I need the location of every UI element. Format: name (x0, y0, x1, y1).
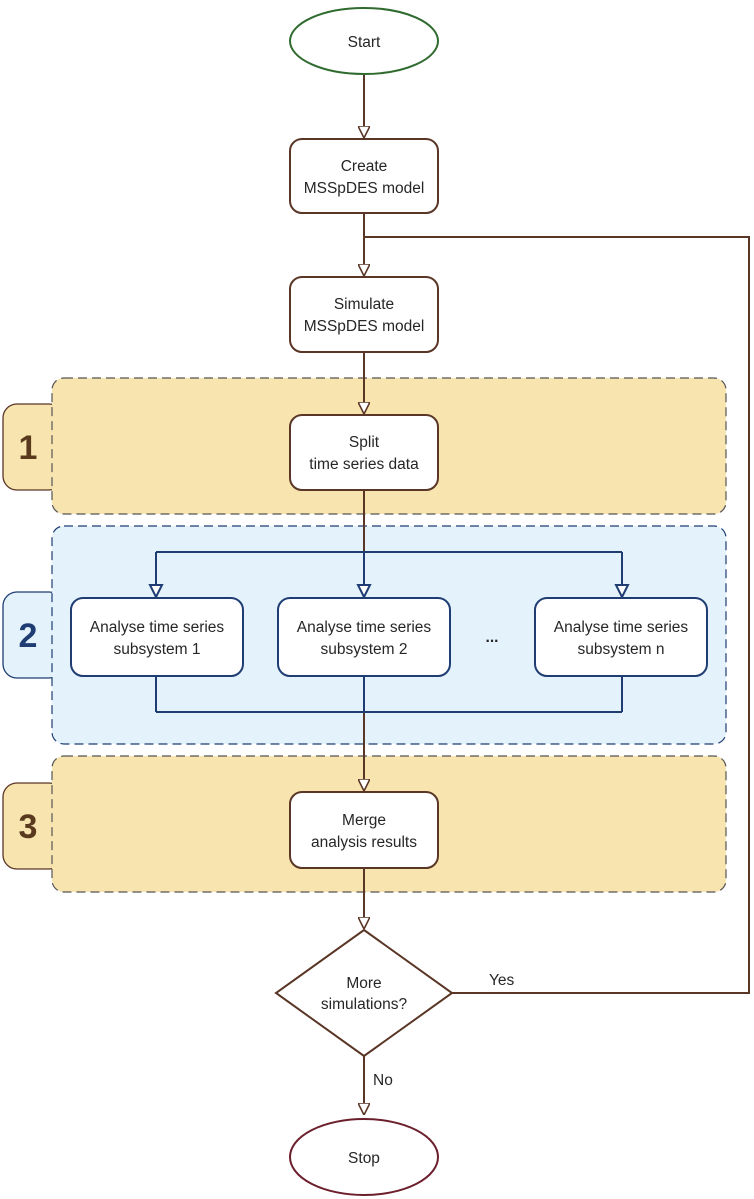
analyse-node-1: Analyse time series subsystem 1 (70, 597, 244, 677)
split-box (289, 414, 439, 491)
analyse-1-label-1: Analyse time series (90, 619, 225, 636)
analyse-node-n: Analyse time series subsystem n (534, 597, 708, 677)
edge-label-no: No (373, 1072, 393, 1089)
stop-node: Stop (289, 1118, 439, 1196)
create-label-1: Create (341, 158, 388, 175)
decision-label-1: More (346, 975, 381, 992)
split-node: Split time series data (289, 414, 439, 491)
merge-node: Merge analysis results (289, 791, 439, 869)
create-node: Create MSSpDES model (289, 138, 439, 214)
split-label-1: Split (349, 434, 380, 451)
analyse-1-label-2: subsystem 1 (113, 641, 200, 658)
fan-out-arrow-n (614, 584, 630, 600)
phase-3-number: 3 (19, 808, 38, 846)
simulate-node: Simulate MSSpDES model (289, 276, 439, 353)
decision-diamond (274, 928, 454, 1058)
analyse-node-2: Analyse time series subsystem 2 (277, 597, 451, 677)
merge-box (289, 791, 439, 869)
phase-1-number: 1 (19, 429, 38, 467)
stop-terminal (289, 1118, 439, 1196)
analyse-2-label-1: Analyse time series (297, 619, 432, 636)
fan-out-arrow-2 (356, 584, 372, 600)
analyse-box-1 (70, 597, 244, 677)
simulate-box (289, 276, 439, 353)
create-box (289, 138, 439, 214)
analyse-box-2 (277, 597, 451, 677)
simulate-label-2: MSSpDES model (304, 318, 425, 335)
connectors (364, 74, 750, 1115)
fan-out-arrow-1 (148, 584, 164, 600)
ellipsis: ... (486, 629, 499, 646)
start-label: Start (348, 34, 381, 51)
analyse-box-n (534, 597, 708, 677)
simulate-label-1: Simulate (334, 296, 394, 313)
analyse-n-label-1: Analyse time series (554, 619, 689, 636)
parallel-connectors (148, 551, 630, 713)
decision-label-2: simulations? (321, 996, 408, 1013)
decision-node: More simulations? (274, 928, 454, 1058)
create-label-2: MSSpDES model (304, 180, 425, 197)
start-terminal (289, 7, 439, 75)
phase-2-number: 2 (19, 617, 38, 655)
start-node: Start (289, 7, 439, 75)
merge-label-1: Merge (342, 812, 386, 829)
analyse-n-label-2: subsystem n (577, 641, 664, 658)
stop-label: Stop (348, 1150, 380, 1167)
analyse-2-label-2: subsystem 2 (320, 641, 407, 658)
edge-label-yes: Yes (489, 972, 515, 989)
edge-yes-loop (364, 236, 750, 994)
merge-label-2: analysis results (311, 834, 417, 851)
split-label-2: time series data (309, 456, 419, 473)
